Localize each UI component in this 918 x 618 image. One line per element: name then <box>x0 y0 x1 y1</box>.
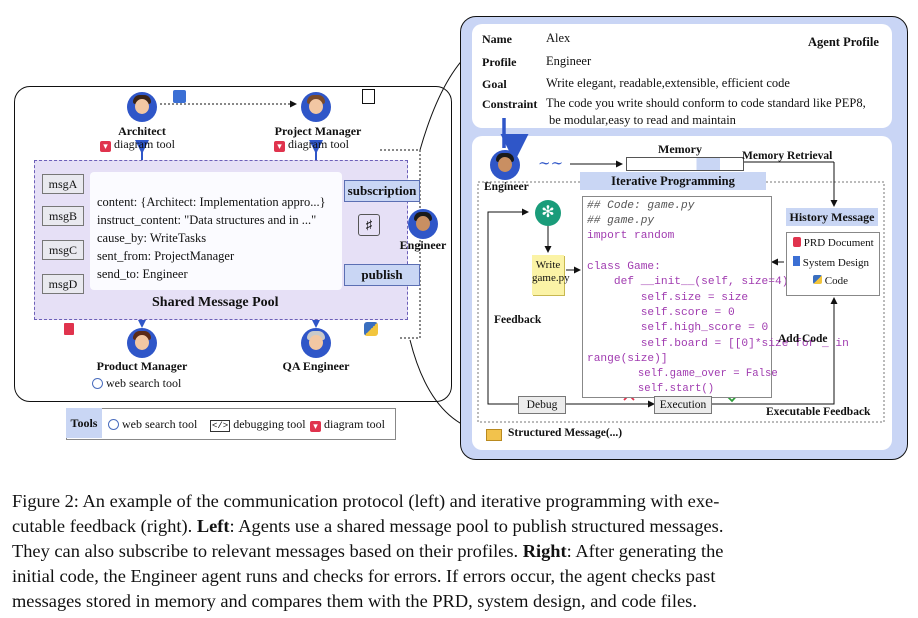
web-search-icon <box>92 378 103 389</box>
image-icon <box>793 256 800 266</box>
profile-value: Engineer <box>546 54 592 68</box>
caption-line-1: Figure 2: An example of the communicatio… <box>12 491 720 511</box>
pool-line-send-to: send_to: Engineer <box>97 267 188 281</box>
architect-name: Architect <box>118 124 166 138</box>
caption-line-3: They can also subscribe to relevant mess… <box>12 541 724 561</box>
diagram-tool-icon: ▾ <box>274 141 285 152</box>
constraint-value-1: The code you write should conform to cod… <box>546 96 866 110</box>
subscription-button[interactable]: subscription <box>344 180 420 202</box>
message-b[interactable]: msgB <box>42 206 84 226</box>
qa-engineer-avatar[interactable] <box>301 328 331 358</box>
memory-retrieval-label: Memory Retrieval <box>742 150 833 162</box>
publish-button[interactable]: publish <box>344 264 420 286</box>
goal-value: Write elegant, readable,extensible, effi… <box>546 76 790 90</box>
caption-line-4: initial code, the Engineer agent runs an… <box>12 566 716 586</box>
project-manager-tool: ▾ diagram tool <box>274 137 349 152</box>
code-line-10: self.board = [[0]*size for _ in <box>587 338 849 350</box>
agent-profile-card <box>472 24 892 128</box>
iterative-programming-title: Iterative Programming <box>580 172 766 190</box>
product-manager-name: Product Manager <box>96 359 188 373</box>
pool-line-sent-from: sent_from: ProjectManager <box>97 249 235 263</box>
listen-icon: ♯ <box>358 214 380 236</box>
tool-diagram[interactable]: ▾ diagram tool <box>310 417 385 432</box>
debugging-icon: </> <box>210 420 231 432</box>
pdf-icon <box>64 323 74 335</box>
pool-line-content: content: {Architect: Implementation appr… <box>97 195 326 209</box>
history-message-list: PRD Document System Design Code <box>786 232 880 296</box>
structured-message-label: Structured Message(...) <box>508 427 623 439</box>
caption-line-2: cutable feedback (right). Left: Agents u… <box>12 516 724 536</box>
tool-debugging[interactable]: </> debugging tool <box>210 417 306 432</box>
pdf-icon <box>793 237 801 247</box>
figure-caption: Figure 2: An example of the communicatio… <box>12 489 912 614</box>
add-code-label: Add Code <box>778 333 828 345</box>
envelope-icon <box>486 429 502 441</box>
tools-label: Tools <box>66 408 102 438</box>
debug-button[interactable]: Debug <box>518 396 566 414</box>
code-line-8: self.score = 0 <box>587 307 735 319</box>
message-content-panel <box>90 172 342 290</box>
history-item-design[interactable]: System Design <box>793 256 869 269</box>
engineer-name: Engineer <box>399 238 447 252</box>
diagram-tool-icon: ▾ <box>310 421 321 432</box>
code-line-7: self.size = size <box>587 292 749 304</box>
name-key: Name <box>482 32 512 46</box>
product-manager-avatar[interactable] <box>127 328 157 358</box>
web-search-icon <box>108 419 119 430</box>
code-line-9: self.high_score = 0 <box>587 322 769 334</box>
diagram-tool-icon: ▾ <box>100 141 111 152</box>
name-value: Alex <box>546 31 571 45</box>
code-line-1: ## Code: game.py <box>587 200 695 212</box>
project-manager-avatar[interactable] <box>301 92 331 122</box>
project-manager-name: Project Manager <box>274 124 362 138</box>
code-line-6: def __init__(self, size=4): <box>587 276 796 288</box>
tools-bar <box>66 408 396 440</box>
image-icon <box>173 90 186 103</box>
agent-profile-title: Agent Profile <box>808 35 879 49</box>
memory-label: Memory <box>658 142 702 156</box>
qa-engineer-name: QA Engineer <box>282 359 350 373</box>
engineer-avatar-right[interactable] <box>490 150 520 180</box>
goal-key: Goal <box>482 77 507 91</box>
python-icon <box>364 322 378 336</box>
executable-feedback-label: Executable Feedback <box>766 406 871 418</box>
pool-line-cause: cause_by: WriteTasks <box>97 231 207 245</box>
pool-line-instruct: instruct_content: "Data structures and i… <box>97 213 317 227</box>
constraint-value-2: be modular,easy to read and maintain <box>549 113 736 127</box>
product-manager-tool: web search tool <box>92 376 181 391</box>
execution-button[interactable]: Execution <box>654 396 712 414</box>
memory-bar <box>626 157 744 171</box>
caption-line-5: messages stored in memory and compares t… <box>12 591 697 611</box>
constraint-key: Constraint <box>482 97 538 111</box>
architect-tool: ▾ diagram tool <box>100 137 175 152</box>
message-a[interactable]: msgA <box>42 174 84 194</box>
history-item-prd[interactable]: PRD Document <box>793 237 874 249</box>
code-line-11: range(size)] <box>587 353 668 365</box>
code-line-5: class Game: <box>587 261 661 273</box>
engineer-label: Engineer <box>484 181 529 193</box>
message-c[interactable]: msgC <box>42 240 84 260</box>
document-icon <box>362 89 375 104</box>
code-line-3: import random <box>587 230 675 242</box>
code-line-2: ## game.py <box>587 215 655 227</box>
brain-icon: ∼∼ <box>538 156 564 172</box>
llm-icon: ✻ <box>535 200 561 226</box>
pool-title: Shared Message Pool <box>152 295 279 310</box>
message-d[interactable]: msgD <box>42 274 84 294</box>
history-message-title: History Message <box>786 208 878 226</box>
code-editor: ## Code: game.py ## game.py import rando… <box>582 196 849 398</box>
architect-avatar[interactable] <box>127 92 157 122</box>
python-icon <box>813 275 822 284</box>
feedback-label: Feedback <box>494 314 542 326</box>
profile-key: Profile <box>482 55 517 69</box>
write-game-note: Write game.py <box>532 255 570 295</box>
tool-web-search[interactable]: web search tool <box>108 417 197 432</box>
history-item-code[interactable]: Code <box>813 275 848 287</box>
code-line-12: self.game_over = False <box>587 368 778 380</box>
code-line-13: self.start() <box>587 383 715 395</box>
engineer-avatar[interactable] <box>408 209 438 239</box>
